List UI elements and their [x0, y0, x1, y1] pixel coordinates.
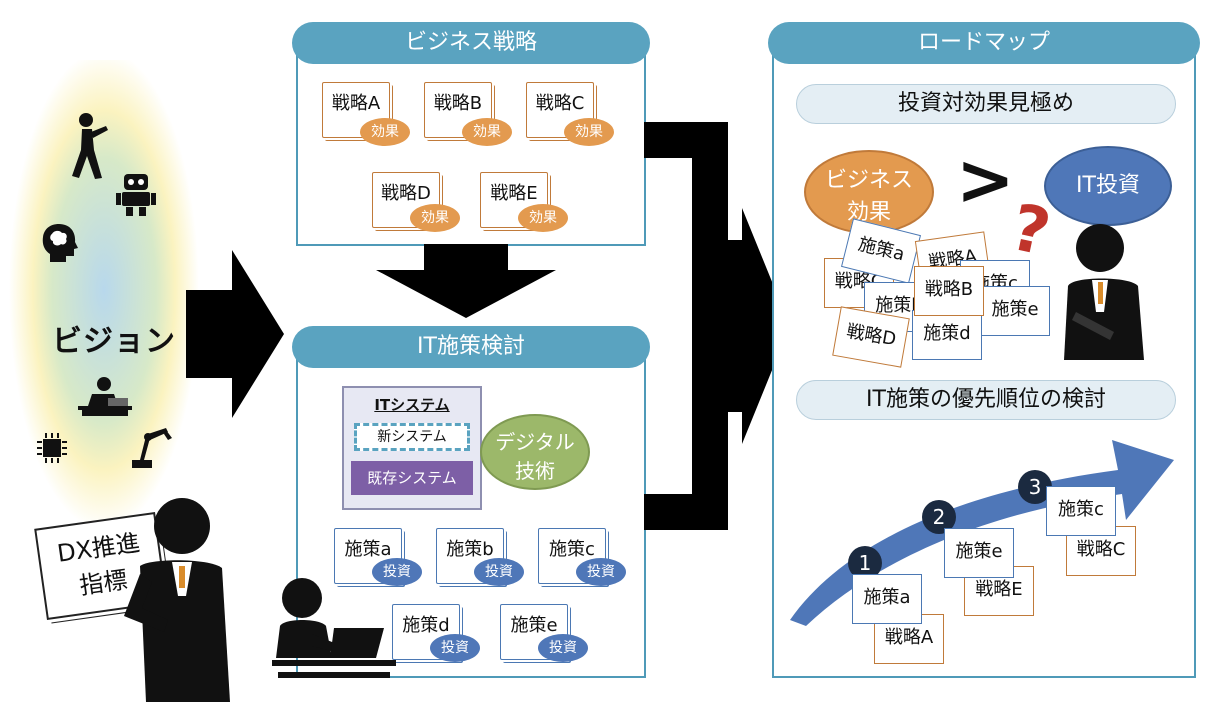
digital-tech-ellipse: デジタル 技術	[480, 414, 590, 490]
priority-measure-card: 施策e	[944, 528, 1014, 578]
existing-system-box: 既存システム	[351, 461, 473, 495]
measure-label: 施策b	[446, 539, 494, 560]
bracket-arrow-icon	[644, 122, 790, 530]
effect-badge: 効果	[518, 204, 568, 232]
business-effect-line2: 効果	[846, 200, 891, 225]
measure-label: 施策a	[344, 539, 392, 560]
business-effect-line1: ビジネス	[824, 168, 913, 193]
walking-person-icon	[72, 113, 108, 179]
arrow-right-icon	[186, 250, 284, 418]
new-system-box: 新システム	[354, 423, 470, 451]
invest-badge: 投資	[474, 558, 524, 586]
strategy-label: 戦略B	[433, 93, 483, 114]
strategy-label: 戦略E	[490, 183, 538, 204]
invest-badge: 投資	[372, 558, 422, 586]
robot-arm-icon	[132, 428, 172, 468]
businessman-icon	[124, 498, 230, 702]
pile-card: 施策d	[912, 310, 982, 360]
strategy-card-d: 戦略D	[372, 172, 440, 228]
strategy-card-e: 戦略E	[480, 172, 548, 228]
measure-label: 施策c	[549, 539, 595, 560]
business-strategy-title: ビジネス戦略	[292, 22, 650, 64]
strategy-label: 戦略D	[381, 183, 431, 204]
effect-badge: 効果	[410, 204, 460, 232]
brain-head-icon	[42, 224, 78, 262]
chip-icon	[37, 433, 67, 463]
existing-system-label: 既存システム	[367, 469, 457, 487]
priority-measure-card: 施策a	[852, 574, 922, 624]
pile-card: 戦略B	[914, 266, 984, 316]
measure-label: 施策e	[510, 615, 558, 636]
strategy-label: 戦略C	[535, 93, 585, 114]
new-system-label: 新システム	[377, 429, 447, 445]
robot-icon	[116, 174, 156, 216]
it-policy-title: IT施策検討	[292, 326, 650, 368]
pile-card: 施策e	[980, 286, 1050, 336]
business-effect-ellipse: ビジネス 効果	[804, 150, 934, 234]
digital-tech-line1: デジタル	[495, 430, 575, 454]
thinking-person-icon	[1064, 224, 1144, 360]
it-system-title: ITシステム	[374, 396, 450, 414]
priority-measure-card: 施策c	[1046, 486, 1116, 536]
invest-badge: 投資	[538, 634, 588, 662]
measure-label: 施策d	[402, 615, 450, 636]
arrow-down-icon	[376, 244, 556, 318]
digital-tech-line2: 技術	[515, 459, 555, 483]
effect-badge: 効果	[360, 118, 410, 146]
strategy-card-c: 戦略C	[526, 82, 594, 138]
roi-title: 投資対効果見極め	[796, 84, 1176, 124]
effect-badge: 効果	[564, 118, 614, 146]
roadmap-title: ロードマップ	[768, 22, 1200, 64]
person-at-laptop-icon	[78, 377, 132, 416]
invest-badge: 投資	[576, 558, 626, 586]
it-investment-ellipse: IT投資	[1044, 146, 1172, 226]
measure-card-e: 施策e	[500, 604, 568, 660]
greater-than-sign: >	[956, 139, 1015, 221]
strategy-label: 戦略A	[331, 93, 381, 114]
vision-title: ビジョン	[52, 324, 176, 359]
it-investment-label: IT投資	[1076, 173, 1140, 198]
invest-badge: 投資	[430, 634, 480, 662]
it-system-box: ITシステム 新システム 既存システム	[342, 386, 482, 510]
seated-worker-icon	[272, 578, 396, 678]
effect-badge: 効果	[462, 118, 512, 146]
priority-title: IT施策の優先順位の検討	[796, 380, 1176, 420]
vision-spotlight	[4, 60, 204, 560]
